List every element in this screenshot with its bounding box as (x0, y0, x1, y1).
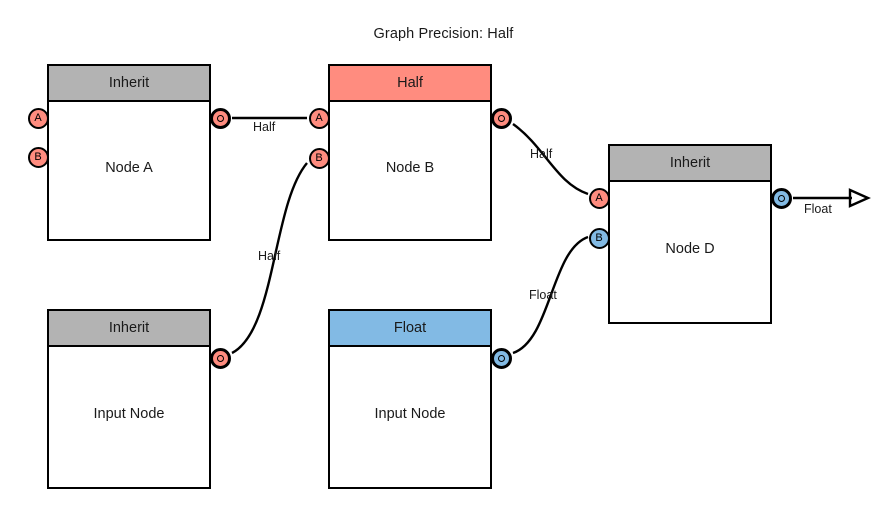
port-output-glyph-icon (497, 114, 505, 122)
edge-node-b-to-node-d[interactable] (512, 123, 589, 196)
port-output-glyph-icon (216, 114, 224, 122)
node-body-node-d: Node D (610, 182, 770, 322)
edge-input-middle-to-node-d[interactable] (512, 235, 589, 355)
port-output-glyph-icon (777, 194, 785, 202)
port-node-d-o[interactable] (770, 187, 792, 209)
port-node-b-b[interactable]: B (308, 147, 330, 169)
edge-node-a-to-node-b-label: Half (253, 120, 276, 134)
node-header-node-d[interactable]: Inherit (610, 146, 770, 182)
port-label: B (595, 231, 603, 244)
node-header-input-node-middle[interactable]: Float (330, 311, 490, 347)
node-header-input-node-left[interactable]: Inherit (49, 311, 209, 347)
port-input-node-middle-o[interactable] (490, 347, 512, 369)
page-title: Graph Precision: Half (373, 26, 514, 42)
node-label-input-node-middle: Input Node (374, 406, 446, 422)
port-node-b-a[interactable]: A (308, 107, 330, 129)
port-label: A (595, 191, 603, 204)
port-node-a-a[interactable]: A (27, 107, 49, 129)
port-node-a-o[interactable] (209, 107, 231, 129)
graph-output-arrowhead-icon (848, 188, 871, 208)
node-body-node-b: Node B (330, 102, 490, 239)
node-body-input-node-left: Input Node (49, 347, 209, 487)
port-input-node-left-o[interactable] (209, 347, 231, 369)
edge-input-left-to-node-b[interactable] (231, 162, 308, 355)
node-label-node-b: Node B (385, 159, 435, 176)
port-output-glyph-icon (216, 354, 224, 362)
node-label-input-node-left: Input Node (93, 406, 165, 422)
port-label: B (34, 150, 42, 163)
node-body-input-node-middle: Input Node (330, 347, 490, 487)
port-label: B (315, 151, 323, 164)
edge-input-middle-to-node-d-label: Float (529, 288, 557, 302)
node-body-node-a: Node A (49, 102, 209, 239)
port-node-d-b[interactable]: B (588, 227, 610, 249)
port-node-d-a[interactable]: A (588, 187, 610, 209)
node-label-node-d: Node D (665, 241, 715, 257)
port-node-b-o[interactable] (490, 107, 512, 129)
edge-input-left-to-node-b-label: Half (258, 249, 281, 263)
port-node-a-b[interactable]: B (27, 146, 49, 168)
port-label: A (315, 111, 323, 124)
port-output-glyph-icon (497, 354, 505, 362)
port-label: A (34, 111, 42, 124)
node-header-node-a[interactable]: Inherit (49, 66, 209, 102)
node-label-node-a: Node A (105, 159, 153, 176)
graph-output-label: Float (804, 202, 832, 216)
node-header-node-b[interactable]: Half (330, 66, 490, 102)
edge-node-b-to-node-d-label: Half (530, 147, 553, 161)
